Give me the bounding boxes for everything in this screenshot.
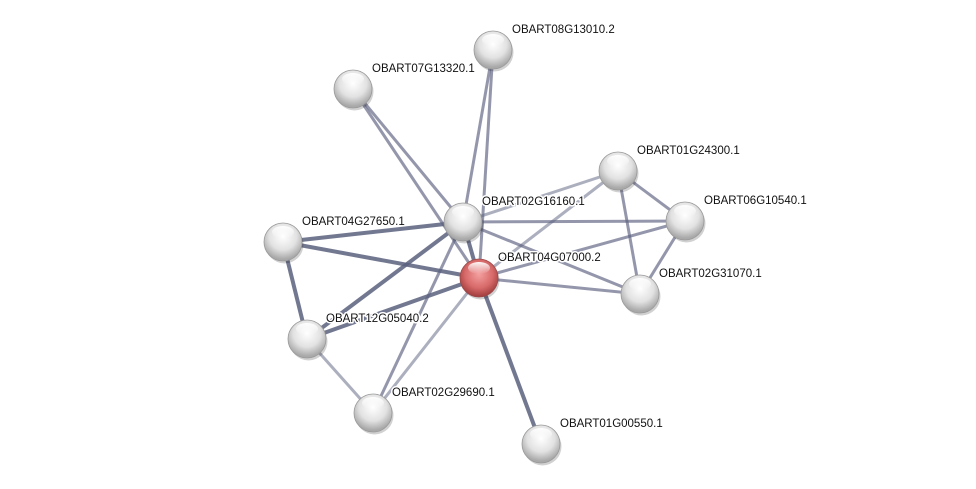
edge-OBART04G07000.2-OBART01G00550.1[interactable]: [477, 277, 543, 445]
nodes-layer: OBART08G13010.2OBART07G13320.1OBART01G24…: [263, 23, 809, 466]
protein-node[interactable]: OBART02G31070.1: [620, 267, 764, 316]
edge-OBART02G16160.1-OBART06G10540.1[interactable]: [462, 219, 686, 224]
edge-OBART04G07000.2-OBART12G05040.2[interactable]: [306, 276, 480, 341]
node-label[interactable]: OBART01G24300.1: [636, 144, 742, 159]
node-highlight: [452, 206, 474, 218]
edge-OBART08G13010.2-OBART02G16160.1[interactable]: [461, 49, 495, 223]
edge-OBART07G13320.1-OBART02G16160.1[interactable]: [351, 88, 465, 223]
edge-OBART02G16160.1-OBART02G29690.1[interactable]: [371, 221, 465, 414]
protein-node[interactable]: OBART12G05040.2: [287, 312, 431, 361]
protein-node[interactable]: OBART01G24300.1: [598, 144, 742, 193]
edges-layer: [281, 49, 687, 445]
node-label[interactable]: OBART04G27650.1: [301, 215, 407, 230]
node-label[interactable]: OBART12G05040.2: [325, 312, 431, 327]
edge-OBART08G13010.2-OBART04G07000.2[interactable]: [477, 49, 495, 279]
node-highlight: [342, 73, 364, 85]
node-label[interactable]: OBART06G10540.1: [703, 194, 809, 209]
protein-node[interactable]: OBART08G13010.2: [473, 23, 617, 72]
node-label[interactable]: OBART01G00550.1: [559, 417, 665, 432]
node-label[interactable]: OBART07G13320.1: [371, 62, 477, 77]
protein-node[interactable]: OBART02G29690.1: [353, 386, 497, 435]
protein-node[interactable]: OBART06G10540.1: [665, 194, 809, 243]
query-node[interactable]: OBART04G07000.2: [459, 251, 603, 300]
edge-OBART01G24300.1-OBART02G31070.1[interactable]: [616, 170, 642, 295]
node-highlight: [607, 155, 629, 167]
node-label[interactable]: OBART02G29690.1: [391, 386, 497, 401]
edge-OBART04G07000.2-OBART01G24300.1[interactable]: [478, 169, 619, 280]
node-highlight: [362, 397, 384, 409]
edge-OBART02G16160.1-OBART04G27650.1[interactable]: [282, 220, 464, 244]
edge-OBART07G13320.1-OBART04G07000.2[interactable]: [351, 88, 481, 279]
edge-OBART04G07000.2-OBART04G27650.1[interactable]: [282, 240, 480, 280]
protein-node[interactable]: OBART01G00550.1: [521, 417, 665, 466]
protein-node[interactable]: OBART07G13320.1: [333, 62, 477, 111]
protein-node[interactable]: OBART02G16160.1: [443, 195, 587, 244]
protein-node[interactable]: OBART04G27650.1: [263, 215, 407, 264]
node-highlight: [530, 428, 552, 440]
node-highlight: [296, 323, 318, 335]
node-highlight: [482, 34, 504, 46]
node-highlight: [272, 226, 294, 238]
node-label[interactable]: OBART02G16160.1: [481, 195, 587, 210]
node-label[interactable]: OBART02G31070.1: [658, 267, 764, 282]
node-highlight: [468, 262, 490, 274]
edge-OBART04G07000.2-OBART06G10540.1[interactable]: [478, 219, 686, 280]
node-highlight: [674, 205, 696, 217]
edge-OBART04G07000.2-OBART02G31070.1[interactable]: [478, 276, 641, 296]
edge-OBART02G16160.1-OBART12G05040.2[interactable]: [305, 220, 465, 341]
node-label[interactable]: OBART04G07000.2: [497, 251, 603, 266]
edge-OBART04G07000.2-OBART02G29690.1[interactable]: [371, 277, 481, 414]
edge-OBART02G16160.1-OBART01G24300.1[interactable]: [462, 169, 619, 224]
node-highlight: [629, 278, 651, 290]
node-label[interactable]: OBART08G13010.2: [511, 23, 617, 38]
